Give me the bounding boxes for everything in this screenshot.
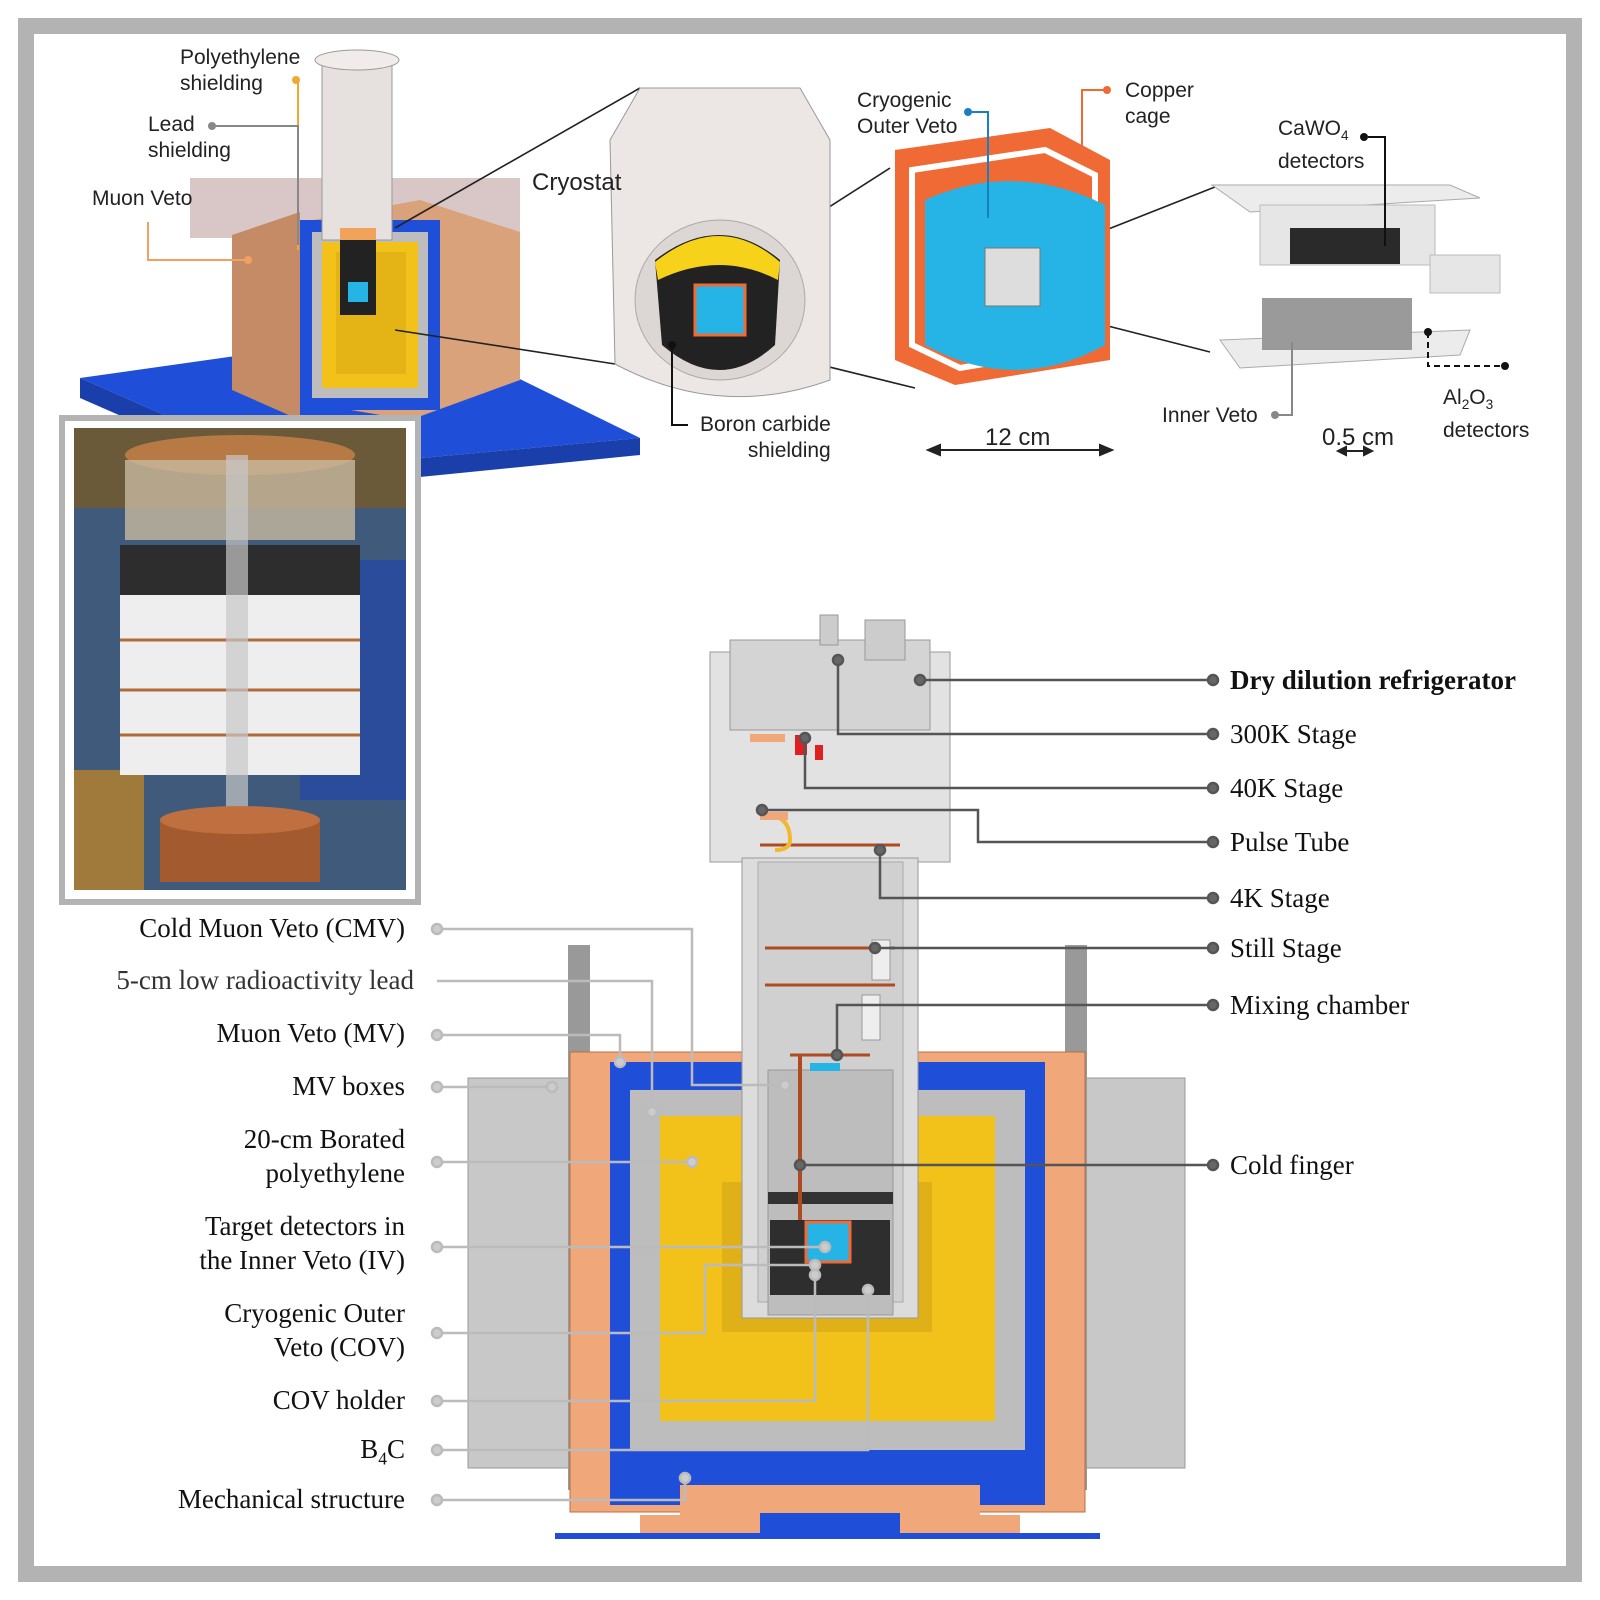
label-part: Al <box>1443 386 1462 409</box>
detector-module-render <box>1210 184 1501 369</box>
label-cryogenic-outer-veto: Cryogenic Outer Veto <box>857 88 957 140</box>
label-line: Cryogenic <box>857 89 952 112</box>
outer-frame <box>18 18 1582 1582</box>
label-polyethylene-shielding: Polyethylene shielding <box>180 45 300 97</box>
label-line: detectors <box>1278 150 1365 174</box>
label-cold-finger: Cold finger <box>1230 1150 1354 1180</box>
label-line: polyethylene <box>265 1158 405 1188</box>
label-borated-polyethylene: 20-cm Borated polyethylene <box>244 1122 405 1190</box>
label-40k-stage: 40K Stage <box>1230 773 1344 803</box>
cross-section-schematic <box>467 614 1186 1539</box>
label-line: Al2O3 <box>1443 385 1529 418</box>
label-part: O <box>1469 386 1486 409</box>
label-lead-shielding: Lead shielding <box>148 112 231 164</box>
label-4k-stage: 4K Stage <box>1230 883 1330 913</box>
label-target-detectors: Target detectors in the Inner Veto (IV) <box>199 1209 405 1277</box>
label-line: Target detectors in <box>204 1211 405 1241</box>
label-line: shielding <box>747 439 831 462</box>
scale-05cm-arrow <box>1335 445 1375 457</box>
label-pulse-tube: Pulse Tube <box>1230 827 1350 857</box>
label-b4c: B4C <box>360 1432 405 1475</box>
label-still-stage: Still Stage <box>1230 933 1342 963</box>
cryostat-photo <box>59 415 421 905</box>
label-mv-boxes: MV boxes <box>292 1071 405 1101</box>
label-line: Veto (COV) <box>273 1332 405 1362</box>
label-line: Copper <box>1125 79 1194 102</box>
label-line: cage <box>1125 105 1171 128</box>
cov-copper-cage-render <box>895 128 1110 385</box>
label-part: CaWO <box>1278 117 1341 140</box>
label-part: C <box>386 1434 405 1464</box>
label-scale-12cm: 12 cm <box>985 424 1051 451</box>
label-line: Boron carbide <box>700 413 831 436</box>
label-muon-veto: Muon Veto <box>92 187 193 210</box>
label-line: Cryogenic Outer <box>224 1298 405 1328</box>
label-mechanical-structure: Mechanical structure <box>177 1484 405 1514</box>
label-line: 20-cm Borated <box>243 1124 405 1154</box>
label-part: B <box>360 1434 379 1464</box>
label-cold-muon-veto: Cold Muon Veto (CMV) <box>139 913 405 943</box>
label-line: shielding <box>148 139 231 162</box>
label-line: Outer Veto <box>857 115 958 138</box>
top-leader-lines <box>147 76 1509 426</box>
label-line: the Inner Veto (IV) <box>199 1245 405 1275</box>
label-line: shielding <box>180 72 263 95</box>
label-scale-05cm: 0.5 cm <box>1322 424 1395 451</box>
label-line: CaWO4 <box>1278 116 1364 149</box>
label-cryostat: Cryostat <box>532 169 622 196</box>
label-muon-veto-mv: Muon Veto (MV) <box>216 1018 406 1048</box>
label-mixing-chamber: Mixing chamber <box>1230 990 1410 1020</box>
label-inner-veto: Inner Veto <box>1162 404 1258 427</box>
label-dry-dilution-refrigerator: Dry dilution refrigerator <box>1230 665 1516 695</box>
label-cryogenic-outer-veto-cov: Cryogenic Outer Veto (COV) <box>224 1296 405 1364</box>
label-line: detectors <box>1443 419 1530 443</box>
label-al2o3-detectors: Al2O3 detectors <box>1443 385 1529 444</box>
label-line: Lead <box>148 113 195 136</box>
cryostat-render <box>609 87 831 398</box>
label-line: Polyethylene <box>180 46 301 69</box>
label-subscript: 3 <box>1485 397 1494 413</box>
label-subscript: 4 <box>378 1448 387 1469</box>
left-leader-lines <box>430 922 875 1507</box>
label-cawo4-detectors: CaWO4 detectors <box>1278 116 1364 175</box>
label-subscript: 4 <box>1341 128 1349 144</box>
label-copper-cage: Copper cage <box>1125 78 1194 130</box>
right-leader-lines <box>755 653 1220 1172</box>
label-300k-stage: 300K Stage <box>1230 719 1357 749</box>
label-boron-carbide: Boron carbide shielding <box>700 412 831 464</box>
label-low-radioactivity-lead: 5-cm low radioactivity lead <box>116 965 414 995</box>
label-subscript: 2 <box>1461 397 1470 413</box>
scale-12cm-arrow <box>925 443 1115 457</box>
label-cov-holder: COV holder <box>272 1385 405 1415</box>
